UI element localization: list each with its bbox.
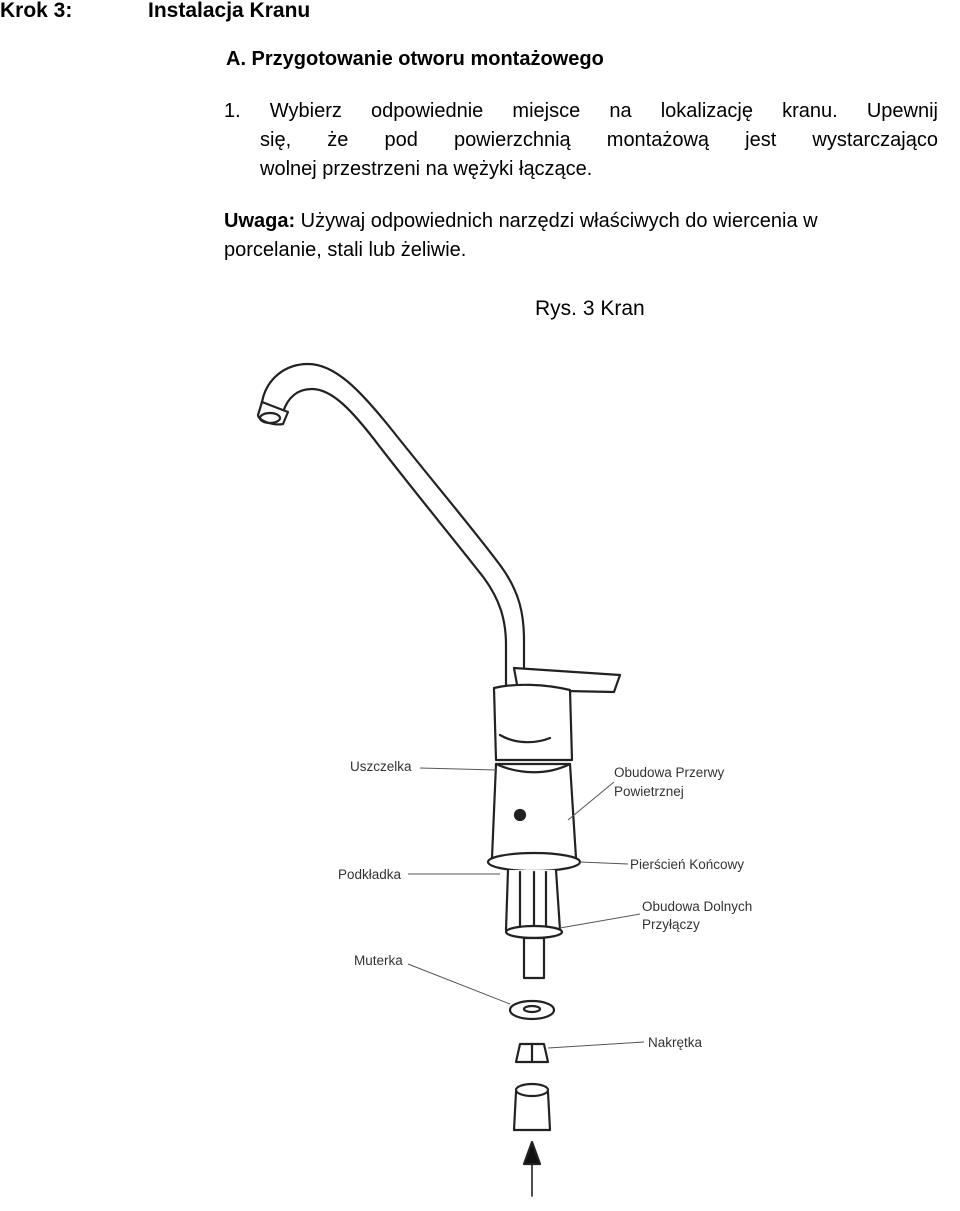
end-ring — [486, 851, 582, 873]
step-title: Instalacja Kranu — [148, 0, 311, 22]
bottom-fitting-top — [514, 1082, 550, 1098]
instruction-line-2: się, że pod powierzchnią montażową jest … — [260, 129, 938, 151]
section-title: A. Przygotowanie otworu montażowego — [226, 48, 604, 70]
note-label: Uwaga: — [224, 210, 296, 232]
air-gap-top-edge — [494, 762, 572, 774]
note-paragraph: Uwaga: Używaj odpowiednich narzędzi właś… — [224, 207, 960, 265]
spout-outline-inner — [281, 387, 508, 692]
label-podkladka: Podkładka — [338, 867, 402, 882]
upper-body-curve — [498, 733, 552, 744]
leader-lines — [407, 767, 645, 1049]
leader-pierscien — [579, 861, 629, 865]
upper-body — [492, 683, 574, 762]
label-obudowa-dolnych-line-2: Przyłączy — [642, 917, 700, 932]
instruction-line-3: wolnej przestrzeni na wężyki łączące. — [260, 158, 593, 180]
leader-obudowa-dolnych — [559, 913, 641, 929]
air-gap-hole — [513, 808, 527, 822]
air-gap-housing — [490, 762, 578, 860]
leader-nakretka — [547, 1041, 645, 1049]
leader-obudowa-przerwy — [567, 781, 615, 821]
step-label: Krok 3: — [0, 0, 73, 22]
label-uszczelka: Uszczelka — [350, 759, 412, 774]
leader-uszczelka — [419, 767, 497, 771]
washer-hole — [522, 1004, 542, 1014]
threaded-shank — [522, 936, 546, 980]
label-obudowa-przerwy-line-2: Powietrznej — [614, 784, 684, 799]
spout-outline-outer — [260, 362, 526, 690]
label-muterka: Muterka — [354, 953, 403, 968]
faucet-drawing — [256, 362, 622, 1197]
connector-bottom-ring — [504, 924, 564, 940]
note-text: Używaj odpowiednich narzędzi właściwych … — [295, 210, 818, 232]
washer — [508, 999, 556, 1021]
label-nakretka: Nakrętka — [648, 1035, 703, 1050]
leader-muterka — [407, 963, 511, 1005]
bottom-fitting — [512, 1090, 552, 1132]
note-text-line-2: porcelanie, stali lub żeliwie. — [224, 239, 467, 261]
insert-arrow-head — [522, 1140, 542, 1166]
figure-caption: Rys. 3 Kran — [535, 297, 645, 320]
label-obudowa-dolnych-line-1: Obudowa Dolnych — [642, 899, 752, 914]
spout-tip-opening — [258, 411, 282, 425]
instruction-line-1: 1. Wybierz odpowiednie miejsce na lokali… — [224, 100, 938, 122]
instruction-paragraph: 1. Wybierz odpowiednie miejsce na lokali… — [224, 97, 938, 184]
label-pierscien: Pierścień Końcowy — [630, 857, 744, 872]
label-obudowa-przerwy-line-1: Obudowa Przerwy — [614, 765, 725, 780]
